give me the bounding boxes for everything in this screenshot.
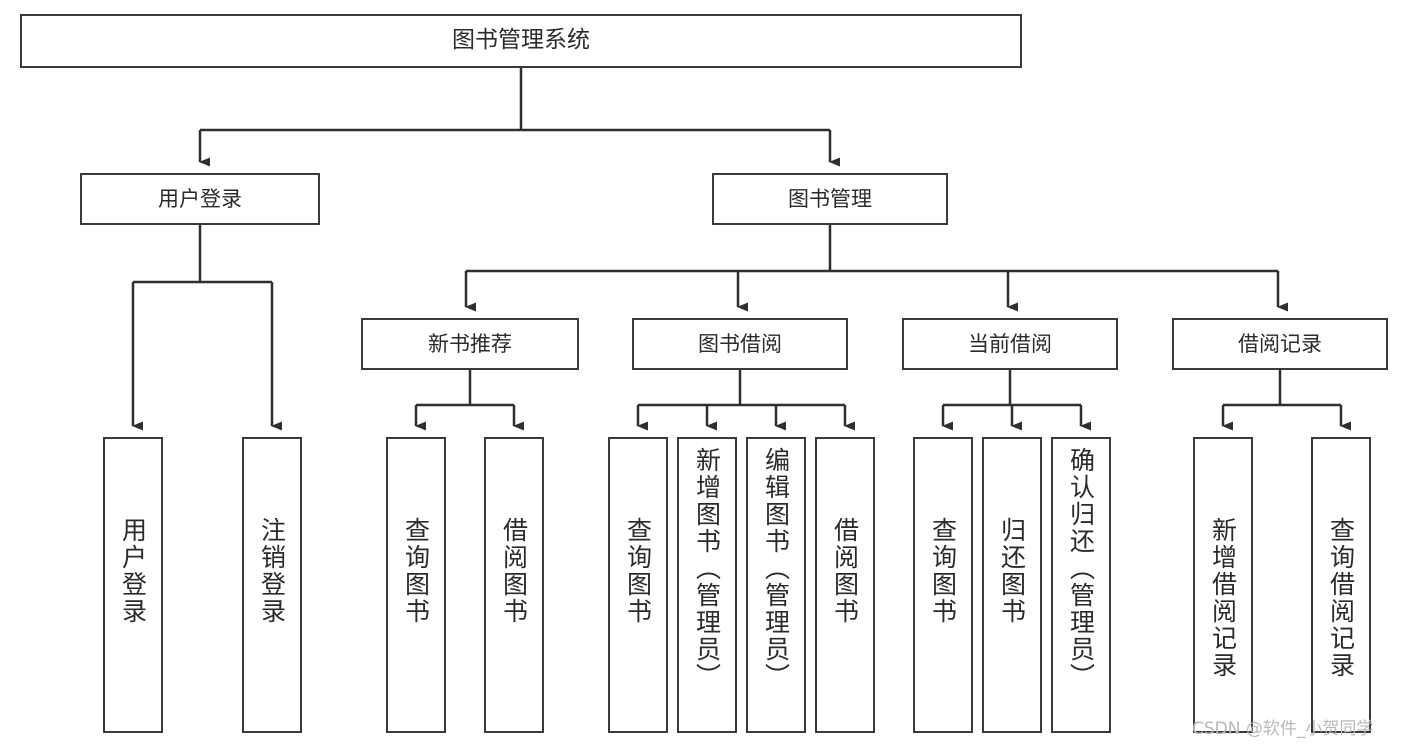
node-root[interactable]: 图书管理系统 <box>20 14 1022 68</box>
node-user-login[interactable]: 用户登录 <box>80 173 320 225</box>
leaf-edit-book-admin[interactable]: 编辑图书（管理员） <box>746 437 806 733</box>
leaf-borrow-book-label: 借阅图书 <box>830 517 860 625</box>
node-book-borrow[interactable]: 图书借阅 <box>632 318 848 370</box>
node-borrow-record-label: 借阅记录 <box>1238 331 1322 356</box>
leaf-return-book[interactable]: 归还图书 <box>982 437 1042 733</box>
node-borrow-record[interactable]: 借阅记录 <box>1172 318 1388 370</box>
leaf-confirm-return-admin-label: 确认归还（管理员） <box>1066 447 1096 690</box>
watermark-text: CSDN @软件_小贺同学 <box>1192 719 1374 739</box>
leaf-borrow-book-new[interactable]: 借阅图书 <box>484 437 544 733</box>
leaf-return-book-label: 归还图书 <box>997 517 1027 625</box>
node-book-management-label: 图书管理 <box>788 186 872 211</box>
leaf-query-book-new-label: 查询图书 <box>401 517 431 625</box>
node-new-book-recommend-label: 新书推荐 <box>428 331 512 356</box>
leaf-query-book-current-label: 查询图书 <box>928 517 958 625</box>
leaf-query-borrow-record-label: 查询借阅记录 <box>1326 517 1356 679</box>
leaf-query-borrow-record[interactable]: 查询借阅记录 <box>1311 437 1371 733</box>
node-user-login-label: 用户登录 <box>158 186 242 211</box>
leaf-add-book-admin[interactable]: 新增图书（管理员） <box>677 437 737 733</box>
node-book-borrow-label: 图书借阅 <box>698 331 782 356</box>
leaf-query-book-label: 查询图书 <box>623 517 653 625</box>
leaf-add-borrow-record[interactable]: 新增借阅记录 <box>1193 437 1253 733</box>
leaf-logout[interactable]: 注销登录 <box>242 437 302 733</box>
node-new-book-recommend[interactable]: 新书推荐 <box>361 318 579 370</box>
leaf-user-login-label: 用户登录 <box>118 517 148 625</box>
leaf-borrow-book[interactable]: 借阅图书 <box>815 437 875 733</box>
node-current-borrow-label: 当前借阅 <box>968 331 1052 356</box>
leaf-logout-label: 注销登录 <box>257 517 287 625</box>
leaf-borrow-book-new-label: 借阅图书 <box>499 517 529 625</box>
leaf-edit-book-admin-label: 编辑图书（管理员） <box>761 447 791 690</box>
leaf-confirm-return-admin[interactable]: 确认归还（管理员） <box>1051 437 1111 733</box>
node-root-label: 图书管理系统 <box>452 27 590 54</box>
leaf-add-book-admin-label: 新增图书（管理员） <box>692 447 722 690</box>
leaf-query-book-new[interactable]: 查询图书 <box>386 437 446 733</box>
leaf-user-login[interactable]: 用户登录 <box>103 437 163 733</box>
leaf-add-borrow-record-label: 新增借阅记录 <box>1208 517 1238 679</box>
leaf-query-book[interactable]: 查询图书 <box>608 437 668 733</box>
leaf-query-book-current[interactable]: 查询图书 <box>913 437 973 733</box>
node-book-management[interactable]: 图书管理 <box>712 173 948 225</box>
node-current-borrow[interactable]: 当前借阅 <box>902 318 1118 370</box>
